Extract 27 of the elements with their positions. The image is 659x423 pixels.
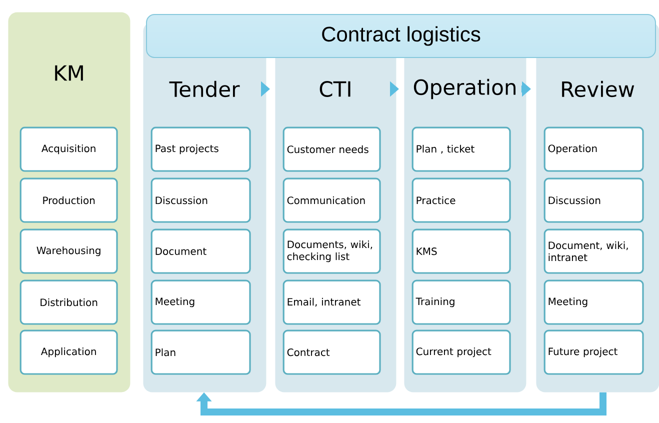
- item-box: Discussion: [150, 178, 251, 223]
- item-box: Plan , ticket: [412, 126, 511, 172]
- item-box: Acquisition: [20, 126, 118, 172]
- item-box: Training: [412, 280, 511, 325]
- item-box: Document: [150, 228, 251, 274]
- item-box: Communication: [282, 178, 381, 223]
- item-box: KMS: [412, 228, 511, 274]
- item-box: Email, intranet: [282, 280, 381, 325]
- item-box: Past projects: [150, 126, 251, 172]
- item-box: Warehousing: [20, 228, 118, 274]
- item-box: Meeting: [544, 280, 644, 325]
- item-box: Operation: [544, 126, 644, 172]
- item-box: Production: [20, 178, 118, 223]
- item-box: Distribution: [20, 280, 118, 325]
- item-box: Plan: [150, 330, 251, 375]
- item-box: Document, wiki, intranet: [544, 228, 644, 274]
- item-box: Application: [20, 330, 118, 375]
- item-box: Practice: [412, 178, 511, 223]
- item-box: Discussion: [544, 178, 644, 223]
- item-box: Meeting: [150, 280, 251, 325]
- item-box: Customer needs: [282, 126, 381, 172]
- item-box: Current project: [412, 330, 511, 375]
- title-banner: Contract logistics: [146, 14, 656, 58]
- item-box: Future project: [544, 330, 644, 375]
- arrow: [196, 392, 606, 416]
- item-box: Contract: [282, 330, 381, 375]
- item-box: Documents, wiki, checking list: [282, 228, 381, 274]
